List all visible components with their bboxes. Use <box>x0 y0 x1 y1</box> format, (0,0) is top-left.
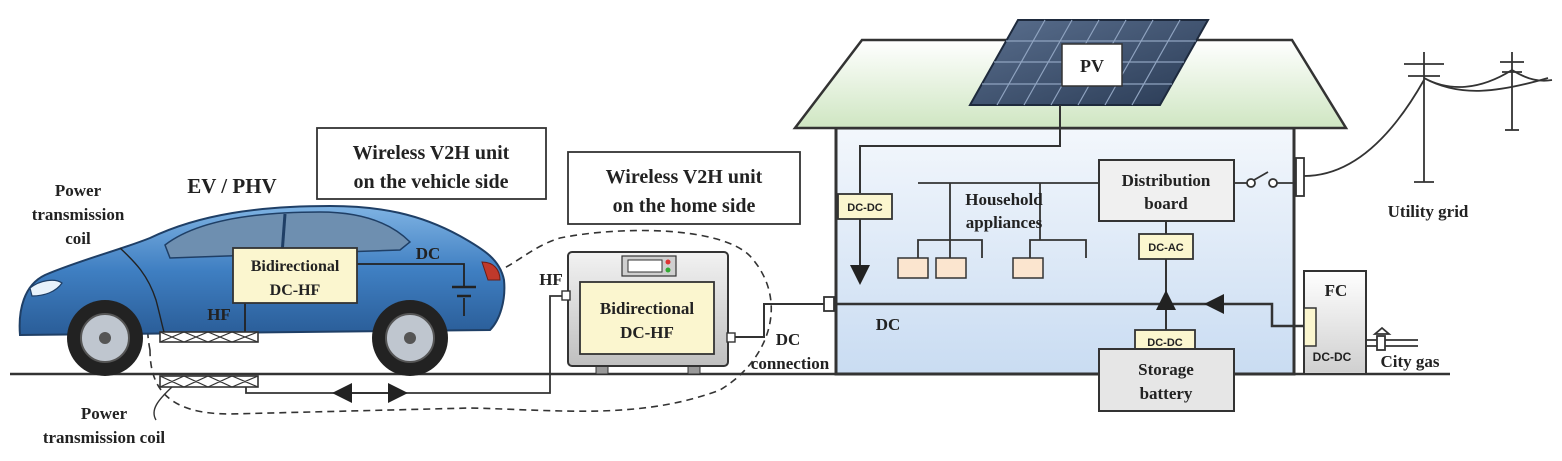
ground-coil-label-2: transmission coil <box>43 428 166 447</box>
home-dc-port <box>726 332 736 343</box>
distribution-label-1: Distribution <box>1122 171 1211 190</box>
dcdc-battery-label: DC-DC <box>1147 337 1182 349</box>
dc-bus-label: DC <box>876 315 901 334</box>
home-hf-port <box>561 290 571 301</box>
household-label-1: Household <box>965 190 1043 209</box>
ground-coil-label-1: Power <box>81 404 128 423</box>
car-dc-wire <box>357 263 465 286</box>
household-wiring <box>917 182 1100 260</box>
bidir-car-label-1: Bidirectional <box>251 258 340 275</box>
car-coil <box>159 331 259 343</box>
dc-connection-wire <box>735 303 824 338</box>
pv-panel: PV <box>968 19 1210 106</box>
city-gas-label: City gas <box>1380 352 1439 371</box>
ev-phv-label: EV / PHV <box>187 174 276 198</box>
v2h-home-label-1: Wireless V2H unit <box>606 166 763 188</box>
house-dc-connector <box>823 296 835 312</box>
bidir-car-box <box>232 247 358 304</box>
car-coil-leader <box>119 247 165 333</box>
v2h-vehicle-title-box <box>316 127 547 200</box>
dc-connection-label-1: DC <box>776 330 801 349</box>
hf-home-label: HF <box>539 270 563 289</box>
v2h-home-label-2: on the home side <box>613 195 756 217</box>
ground-coil <box>159 375 259 388</box>
car-coil-label-3: coil <box>65 229 91 248</box>
dc-bus <box>830 302 1304 328</box>
utility-grid <box>1303 52 1553 183</box>
car-coil-label-2: transmission <box>32 205 125 224</box>
pv-label: PV <box>1080 56 1104 76</box>
dcdc-house-label: DC-DC <box>847 202 882 214</box>
dc-connection-label-2: connection <box>751 354 830 373</box>
bidir-home-label-1: Bidirectional <box>600 299 694 318</box>
bidir-car-label-2: DC-HF <box>270 282 321 299</box>
storage-battery <box>1098 348 1235 412</box>
fc-label: FC <box>1325 281 1348 300</box>
dcdc-house-box <box>837 193 893 220</box>
household-label-2: appliances <box>966 213 1043 232</box>
hf-car-label: HF <box>207 305 231 324</box>
storage-label-1: Storage <box>1138 360 1194 379</box>
v2h-vehicle-label-1: Wireless V2H unit <box>353 142 510 164</box>
dcdc-fc-label: DC-DC <box>1313 350 1352 364</box>
hf-home-wire <box>245 295 562 394</box>
wireless-link-boundary <box>146 228 773 415</box>
appliance-1 <box>897 257 929 279</box>
appliance-2 <box>935 257 967 279</box>
home-v2h-unit <box>567 251 729 375</box>
distribution-label-2: board <box>1144 194 1188 213</box>
grid-switch <box>1234 157 1305 197</box>
pv-label-box <box>1061 43 1123 87</box>
dcac-label: DC-AC <box>1148 242 1183 254</box>
pv-wire <box>859 105 1061 193</box>
car-coil-label-1: Power <box>55 181 102 200</box>
ground-coil-leader <box>153 386 173 421</box>
v2h-home-title-box <box>567 151 801 225</box>
utility-grid-label: Utility grid <box>1388 202 1469 221</box>
gas-pipe <box>1366 326 1418 351</box>
fc-dcdc-slot <box>1303 307 1317 347</box>
dc-car-label: DC <box>416 244 441 263</box>
appliance-3 <box>1012 257 1044 279</box>
storage-label-2: battery <box>1140 384 1193 403</box>
v2h-vehicle-label-2: on the vehicle side <box>354 171 509 193</box>
distribution-board <box>1098 159 1235 222</box>
bidir-home-label-2: DC-HF <box>620 323 674 342</box>
